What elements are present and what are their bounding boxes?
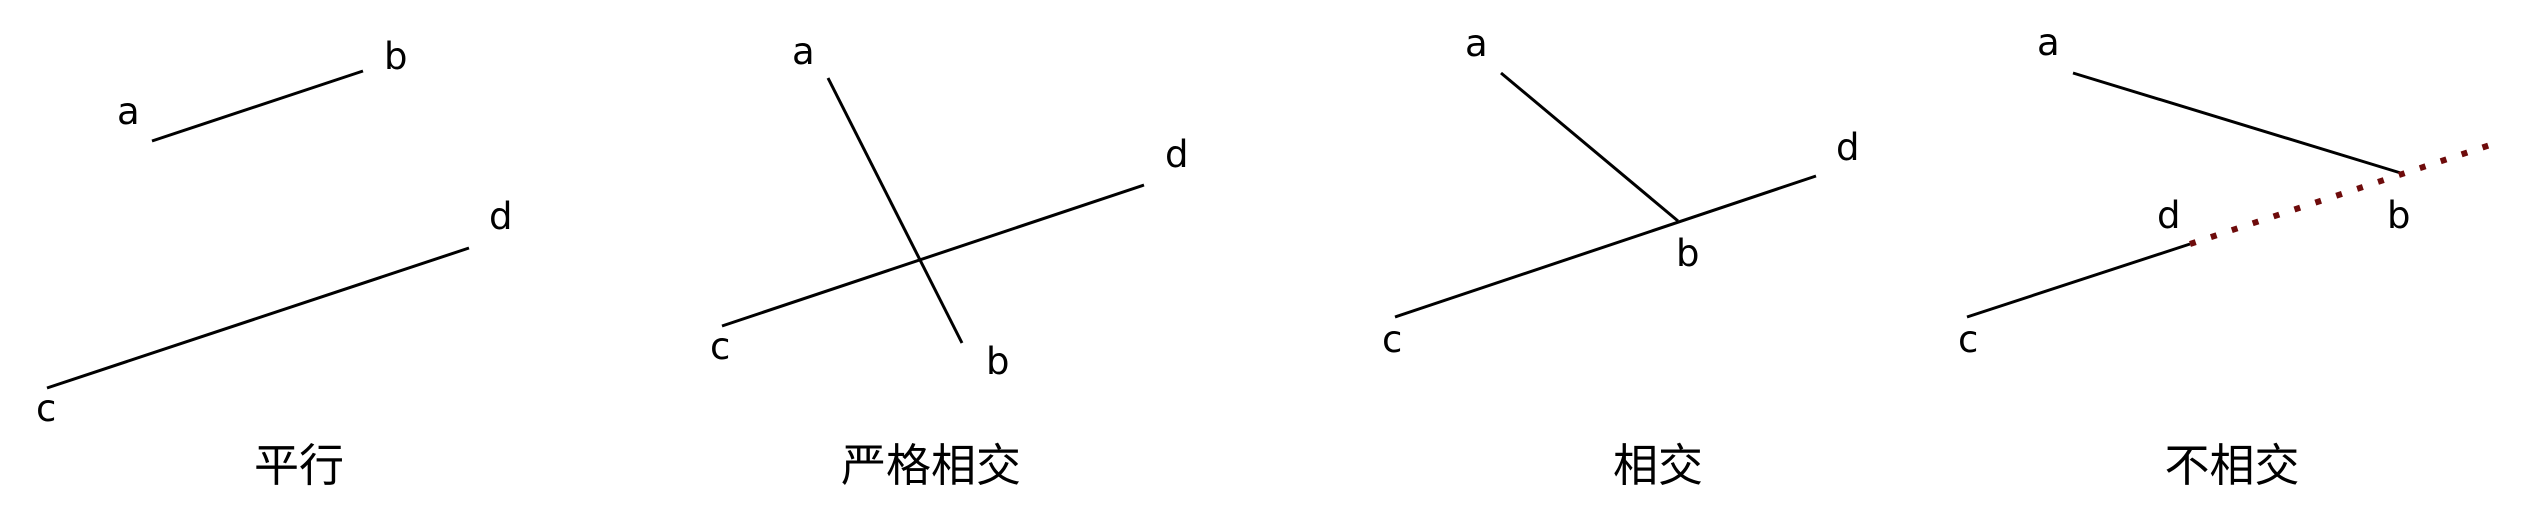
panel-no-intersect: a b c d 不相交 <box>1958 21 2491 492</box>
point-label-b: b <box>986 340 1010 383</box>
point-label-a: a <box>2037 21 2060 64</box>
point-label-d: d <box>1165 133 1189 176</box>
point-label-d: d <box>1836 126 1860 169</box>
segment-cd-extension <box>2189 142 2491 247</box>
point-label-c: c <box>710 325 730 368</box>
point-label-d: d <box>489 195 513 238</box>
segment-ab <box>1500 71 1679 223</box>
point-label-c: c <box>36 387 56 430</box>
panel-caption: 不相交 <box>2164 439 2299 492</box>
segment-cd <box>1394 174 1817 319</box>
panel-intersect: a b c d 相交 <box>1382 22 1860 492</box>
segment-cd <box>1966 242 2191 319</box>
segment-cd <box>46 246 470 390</box>
point-label-c: c <box>1958 318 1978 361</box>
panel-strict-intersect: a b c d 严格相交 <box>710 30 1189 492</box>
segment-cd <box>721 183 1145 328</box>
segment-ab <box>826 77 964 344</box>
point-label-b: b <box>1676 232 1700 275</box>
segment-ab <box>151 69 364 143</box>
point-label-a: a <box>1465 22 1488 65</box>
panel-caption: 严格相交 <box>841 439 1021 492</box>
point-label-a: a <box>792 30 815 73</box>
point-label-b: b <box>2387 194 2411 237</box>
panel-parallel: a b c d 平行 <box>36 35 513 492</box>
panel-caption: 相交 <box>1613 439 1703 492</box>
point-label-a: a <box>117 90 140 133</box>
point-label-d: d <box>2157 194 2181 237</box>
segment-ab <box>2072 71 2405 176</box>
panel-caption: 平行 <box>254 439 344 492</box>
point-label-b: b <box>384 35 408 78</box>
point-label-c: c <box>1382 318 1402 361</box>
